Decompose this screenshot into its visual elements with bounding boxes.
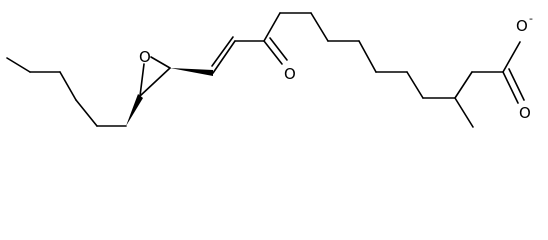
pentyl-chain bbox=[6, 57, 127, 127]
bond-ketone-c-chain bbox=[263, 12, 281, 42]
wedge-bond-epoxide-vinyl bbox=[170, 68, 213, 76]
bond-vinyl-single bbox=[212, 40, 236, 74]
carboxylate-charge-label: - bbox=[529, 12, 533, 25]
bond-vinyl-double-outer bbox=[211, 36, 234, 67]
bond-carboxyl-c-o-double-1 bbox=[502, 71, 519, 104]
epoxide-oxygen-label: O bbox=[139, 48, 151, 66]
bond-epoxide-o-c-right bbox=[150, 56, 171, 69]
methylene-chain bbox=[279, 12, 504, 99]
bond-epoxide-c-c bbox=[139, 67, 171, 97]
carboxylate-oxygen-label: O bbox=[516, 17, 528, 35]
bond-ketone-c-o-2 bbox=[269, 37, 288, 61]
bond-c1-c2 bbox=[6, 57, 31, 73]
epoxide-ring: O bbox=[139, 48, 171, 97]
carboxylate-group: O - O bbox=[502, 12, 533, 122]
bond-carboxyl-c-o-double-2 bbox=[508, 68, 525, 101]
bond-alpha-methyl bbox=[454, 97, 474, 128]
bond-chain-8 bbox=[454, 71, 473, 99]
bond-chain-2 bbox=[310, 12, 329, 42]
bond-epoxide-c-o-left bbox=[139, 63, 145, 97]
bond-chain-4 bbox=[358, 40, 377, 73]
bond-c3-c4 bbox=[59, 71, 77, 101]
bond-chain-6 bbox=[406, 71, 424, 99]
ketone-group: O bbox=[263, 12, 296, 83]
carbonyl-oxygen-label: O bbox=[519, 104, 531, 122]
ketone-oxygen-label: O bbox=[284, 65, 296, 83]
bond-c4-c5 bbox=[75, 99, 98, 127]
bond-carboxyl-c-o-minus bbox=[502, 41, 521, 73]
trans-double-bond bbox=[211, 36, 265, 74]
chemical-structure: O O O - O bbox=[6, 12, 533, 128]
bond-ketone-c-o-1 bbox=[263, 40, 283, 65]
wedge-bond-pentyl-epoxide bbox=[126, 94, 143, 126]
